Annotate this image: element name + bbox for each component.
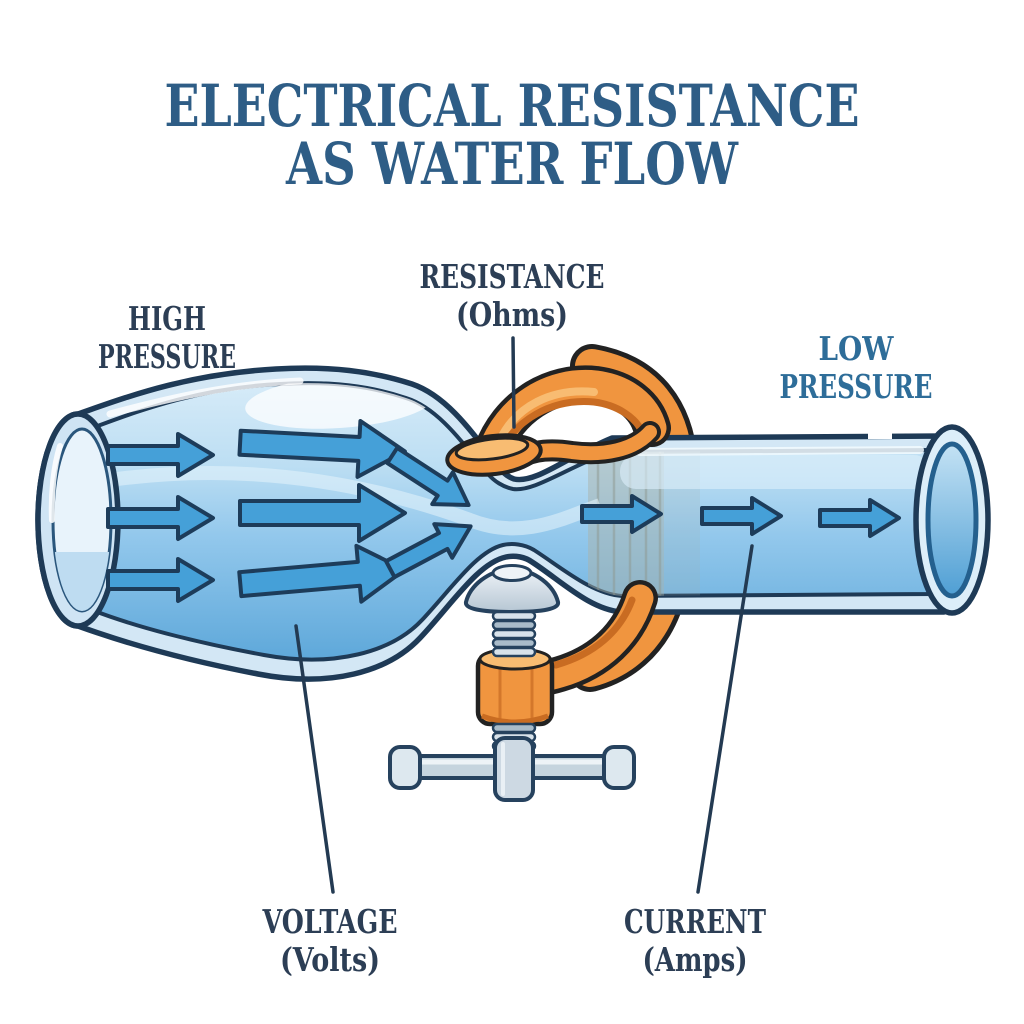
flow-arrow-icon <box>238 483 407 543</box>
opening-highlight <box>48 443 63 523</box>
current-line-2: (Amps) <box>643 940 748 979</box>
c-clamp-icon <box>445 365 671 727</box>
page-title: ELECTRICAL RESISTANCE AS WATER FLOW <box>165 72 860 198</box>
handle-left-cap <box>388 745 422 790</box>
screw-tip-dome <box>464 566 560 615</box>
voltage-line-2: (Volts) <box>280 940 380 979</box>
title-line-1: ELECTRICAL RESISTANCE <box>165 72 860 140</box>
label-high-pressure: HIGH PRESSURE <box>98 299 236 376</box>
leader-line-voltage <box>294 624 335 894</box>
voltage-line-1: VOLTAGE <box>262 902 398 941</box>
flow-arrows <box>106 418 901 604</box>
high-pressure-line-2: PRESSURE <box>98 337 236 376</box>
leader-line-resistance <box>511 336 516 429</box>
flow-arrow-icon <box>385 445 471 508</box>
current-line-1: CURRENT <box>624 902 766 941</box>
resistance-line-1: RESISTANCE <box>420 257 605 296</box>
resistance-line-2: (Ohms) <box>456 295 568 334</box>
label-voltage: VOLTAGE (Volts) <box>262 902 398 979</box>
clamp-collar <box>475 647 555 727</box>
handle-right-cap <box>602 745 636 790</box>
flow-arrow-icon <box>384 522 473 580</box>
title-line-2: AS WATER FLOW <box>285 130 738 198</box>
screw-upper-threads <box>491 610 537 658</box>
t-bar-handle-icon <box>388 736 636 802</box>
pipe-right-opening <box>913 424 991 616</box>
flow-arrow-icon <box>818 498 901 538</box>
flow-arrow-icon <box>237 418 407 479</box>
flow-arrow-icon <box>106 557 215 603</box>
high-pressure-line-1: HIGH <box>128 299 206 338</box>
screw-thread-icon <box>388 564 636 802</box>
leader-line-current <box>696 544 754 894</box>
label-low-pressure: LOW PRESSURE <box>780 329 933 406</box>
label-current: CURRENT (Amps) <box>624 902 766 979</box>
low-pressure-line-2: PRESSURE <box>780 367 933 406</box>
label-resistance: RESISTANCE (Ohms) <box>420 257 605 334</box>
flow-arrow-icon <box>106 495 215 541</box>
flow-arrow-icon <box>106 432 215 478</box>
low-pressure-line-1: LOW <box>819 329 895 368</box>
flow-arrow-icon <box>580 494 663 534</box>
flow-arrow-icon <box>237 543 407 604</box>
pipe-left-opening <box>35 411 121 629</box>
outline-gap-highlight <box>868 429 892 439</box>
handle-grip <box>493 736 535 802</box>
flow-arrow-icon <box>700 496 783 536</box>
